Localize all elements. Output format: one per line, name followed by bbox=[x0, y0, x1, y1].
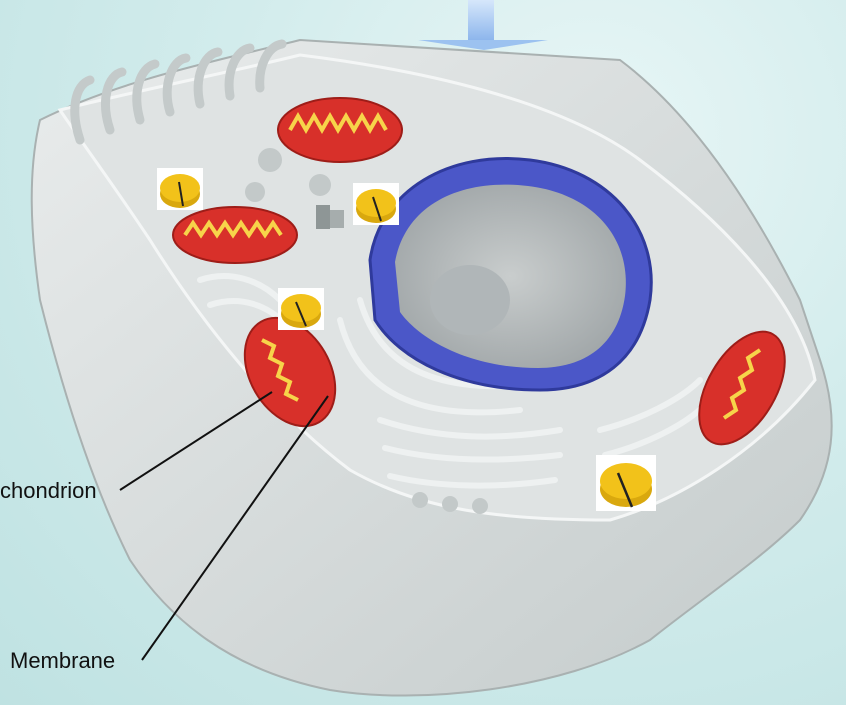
pointer-arrow bbox=[418, 0, 548, 50]
mitochondrion-left bbox=[173, 207, 297, 263]
marker-icon bbox=[157, 168, 203, 210]
label-mitochondrion: chondrion bbox=[0, 478, 97, 504]
label-membrane: Membrane bbox=[10, 648, 115, 674]
drop-marker[interactable] bbox=[353, 183, 399, 225]
mitochondrion-top bbox=[278, 98, 402, 162]
nucleus bbox=[370, 158, 651, 390]
marker-icon bbox=[278, 288, 324, 330]
drop-marker[interactable] bbox=[157, 168, 203, 210]
drop-marker[interactable] bbox=[278, 288, 324, 330]
nucleolus bbox=[430, 265, 510, 335]
marker-icon bbox=[596, 455, 656, 511]
marker-icon bbox=[353, 183, 399, 225]
drop-marker[interactable] bbox=[596, 455, 656, 511]
